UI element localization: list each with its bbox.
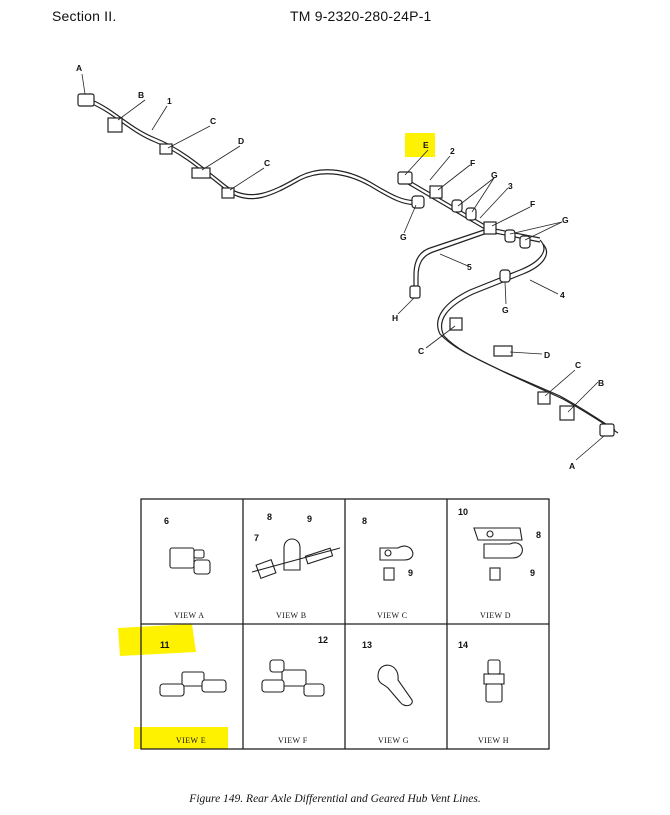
vent-line-tubing (91, 99, 619, 434)
clamp-c-lower-1 (449, 317, 463, 331)
callout-g-upper-1: G (491, 170, 498, 180)
view-a-caption: VIEW A (174, 611, 204, 620)
view-e-caption: VIEW E (176, 736, 206, 745)
view-h-caption: VIEW H (478, 736, 509, 745)
callout-f-lower: F (530, 199, 535, 209)
item-6: 6 (164, 516, 169, 526)
grommet-g-6 (499, 269, 511, 283)
callout-c-lower-2: C (575, 360, 581, 370)
clamp-d-upper (191, 167, 211, 179)
vent-fitting-icon (483, 659, 505, 703)
callout-a-lower: A (569, 461, 575, 471)
callout-b-upper: B (138, 90, 144, 100)
grommet-g-4 (504, 229, 516, 243)
loop-clamp-icon (379, 545, 414, 581)
callout-b-lower: B (598, 378, 604, 388)
callout-h: H (392, 313, 398, 323)
detail-views-grid (140, 498, 550, 750)
elbow-fitting-upper (77, 93, 95, 107)
callout-1: 1 (167, 96, 172, 106)
callout-labels: A B 1 C D C E 2 F G 3 F G G 5 4 G H C D … (76, 63, 604, 471)
clamp-with-spacer-icon (251, 538, 341, 580)
clamp-c-lower-2 (537, 391, 551, 405)
bracket-clamp-icon (473, 527, 523, 581)
clamp-c-upper-2 (221, 187, 235, 199)
callout-3: 3 (508, 181, 513, 191)
vent-fitting-h (409, 285, 421, 299)
item-9-view-b: 9 (307, 514, 312, 524)
callout-d-upper: D (238, 136, 244, 146)
highlight-item-11 (118, 624, 196, 656)
section-label: Section II. (52, 8, 117, 24)
view-d-cell: 10 8 9 VIEW D (458, 507, 541, 620)
callout-c-upper-1: C (210, 116, 216, 126)
callout-a-upper: A (76, 63, 82, 73)
tee-fitting-f (483, 221, 497, 235)
view-g-caption: VIEW G (378, 736, 409, 745)
view-d-caption: VIEW D (480, 611, 511, 620)
item-8-view-d: 8 (536, 530, 541, 540)
item-12: 12 (318, 635, 328, 645)
item-8-view-c: 8 (362, 516, 367, 526)
callout-2: 2 (450, 146, 455, 156)
callout-4: 4 (560, 290, 565, 300)
fittings-and-clamps (77, 93, 615, 437)
elbow-fitting-lower (599, 423, 615, 437)
highlight-callout-e (405, 133, 435, 157)
figure-caption: Figure 149. Rear Axle Differential and G… (189, 793, 481, 805)
callout-g-left: G (400, 232, 407, 242)
callout-f-upper: F (470, 158, 475, 168)
item-8-view-b: 8 (267, 512, 272, 522)
view-b-caption: VIEW B (276, 611, 306, 620)
item-9-view-d: 9 (530, 568, 535, 578)
grommet-g-2 (451, 199, 463, 213)
grommet-clip-icon (377, 664, 413, 707)
callout-g-upper-2: G (562, 215, 569, 225)
callout-e: E (423, 140, 429, 150)
grommet-g-5 (519, 235, 531, 249)
callout-c-upper-2: C (264, 158, 270, 168)
view-c-cell: 8 9 VIEW C (362, 516, 414, 620)
item-10: 10 (458, 507, 468, 517)
item-11: 11 (160, 640, 170, 650)
callout-d-lower: D (544, 350, 550, 360)
highlight-view-e (134, 727, 228, 749)
view-f-caption: VIEW F (278, 736, 308, 745)
grommet-g-3 (465, 207, 477, 221)
elbow-fitting-icon (169, 547, 211, 575)
tee-fitting-icon (159, 671, 227, 697)
callout-c-lower-1: C (418, 346, 424, 356)
tm-number: TM 9-2320-280-24P-1 (290, 8, 432, 24)
clamp-c-upper-1 (159, 143, 173, 155)
union-tee-icon (261, 659, 325, 697)
view-g-cell: 13 VIEW G (362, 640, 413, 745)
clamp-d-lower (493, 345, 513, 357)
view-c-caption: VIEW C (377, 611, 407, 620)
view-f-cell: 12 VIEW F (261, 635, 328, 745)
view-a-cell: 6 VIEW A (164, 516, 211, 620)
view-b-cell: 8 9 7 VIEW B (251, 512, 341, 620)
callout-5: 5 (467, 262, 472, 272)
item-14: 14 (458, 640, 468, 650)
item-9-view-c: 9 (408, 568, 413, 578)
view-e-cell: 11 VIEW E (159, 640, 227, 745)
tee-fitting-e (397, 171, 413, 185)
view-h-cell: 14 VIEW H (458, 640, 509, 745)
callout-g-mid: G (502, 305, 509, 315)
clamp-b-upper (107, 117, 123, 133)
leader-lines (81, 73, 605, 461)
item-13: 13 (362, 640, 372, 650)
grommet-g-1 (411, 195, 425, 209)
item-7: 7 (254, 533, 259, 543)
